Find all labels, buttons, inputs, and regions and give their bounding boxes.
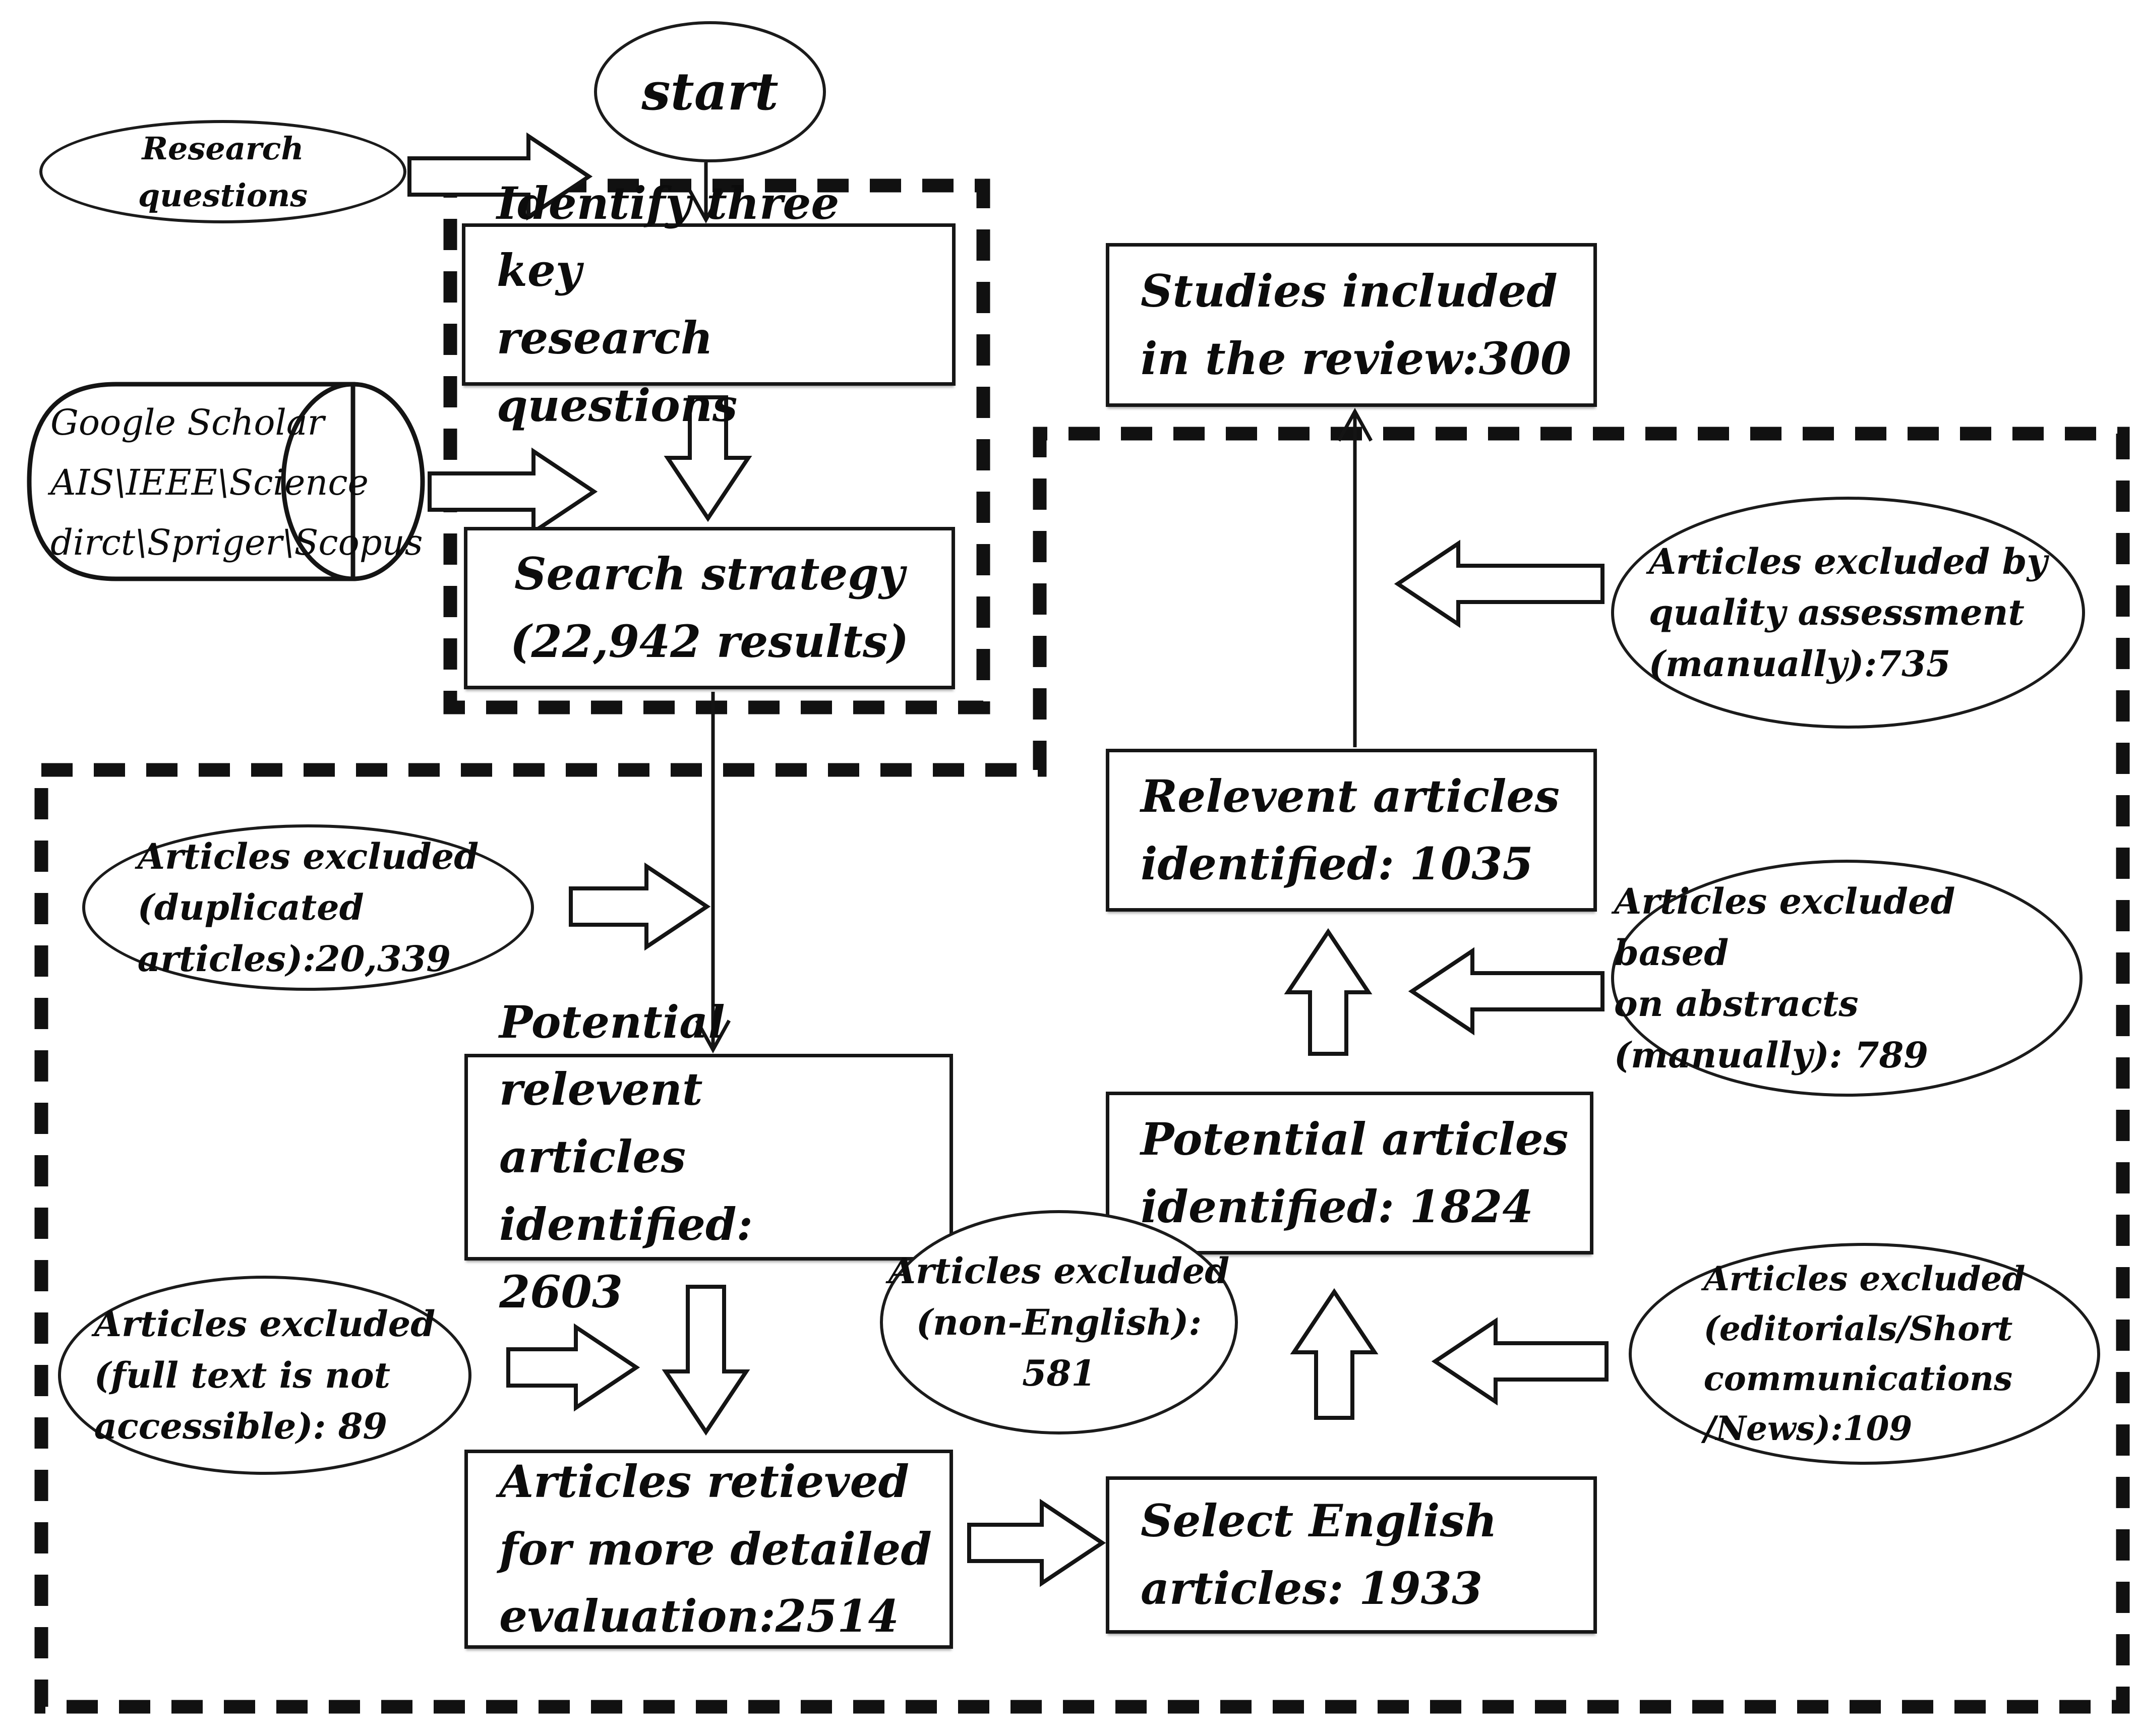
arrow-fulltext-right bbox=[506, 1323, 640, 1412]
excluded-quality-line: (manually):735 bbox=[1648, 642, 1951, 685]
excluded-abstracts-node: Articles excluded based on abstracts (ma… bbox=[1611, 860, 2083, 1097]
excluded-non-english-node: Articles excluded (non-English): 581 bbox=[880, 1210, 1238, 1434]
relevant-articles-line: identified: 1035 bbox=[1141, 837, 1533, 890]
articles-retrieved-node: Articles retieved for more detailed eval… bbox=[464, 1450, 953, 1649]
start-node: start bbox=[594, 21, 826, 162]
excluded-quality-node: Articles excluded by quality assessment … bbox=[1611, 497, 2085, 729]
arrow-abstract-excluded-left bbox=[1408, 947, 1605, 1036]
articles-retrieved-line: evaluation:2514 bbox=[499, 1590, 899, 1643]
potential-articles-node: Potential articles identified: 1824 bbox=[1106, 1092, 1593, 1254]
database-cylinder-body bbox=[27, 382, 355, 581]
database-line: dirct\Spriger\Scopus bbox=[50, 521, 423, 563]
excluded-editorials-line: /News):109 bbox=[1703, 1409, 1913, 1448]
excluded-quality-line: Articles excluded by bbox=[1648, 540, 2048, 582]
articles-retrieved-line: for more detailed bbox=[499, 1522, 932, 1575]
dashed-region-search-phase bbox=[443, 178, 990, 714]
studies-included-node: Studies included in the review:300 bbox=[1106, 243, 1597, 407]
excluded-editorials-line: Articles excluded bbox=[1703, 1259, 2026, 1298]
arrow-retrieved-to-select-right bbox=[967, 1499, 1106, 1587]
excluded-editorials-line: communications bbox=[1703, 1359, 2013, 1398]
excluded-duplicated-line: articles):20,339 bbox=[137, 937, 451, 980]
potential-articles-line: Potential articles bbox=[1141, 1112, 1569, 1165]
articles-retrieved-line: Articles retieved bbox=[499, 1455, 909, 1508]
excluded-abstracts-line: on abstracts bbox=[1614, 983, 1859, 1025]
excluded-fulltext-line: accessible): 89 bbox=[94, 1405, 388, 1448]
arrowhead-start-to-identify bbox=[688, 190, 724, 224]
excluded-abstracts-line: Articles excluded based bbox=[1614, 880, 1955, 974]
arrow-select-to-potential-up bbox=[1290, 1288, 1379, 1420]
excluded-duplicated-node: Articles excluded (duplicated articles):… bbox=[82, 824, 534, 991]
database-line: Google Scholar bbox=[50, 401, 325, 443]
thin-arrows bbox=[688, 162, 1373, 1054]
studies-included-line: Studies included bbox=[1141, 264, 1558, 317]
search-strategy-line: Search strategy bbox=[514, 548, 905, 601]
excluded-fulltext-line: Articles excluded bbox=[94, 1303, 436, 1345]
potential-relevant-line: 2603 bbox=[499, 1265, 623, 1318]
arrowhead-relevant-to-studies bbox=[1337, 407, 1373, 442]
potential-relevant-line: Potential relevent bbox=[499, 995, 725, 1116]
arrow-quality-excluded-left bbox=[1394, 540, 1605, 628]
excluded-duplicated-line: (duplicated bbox=[137, 886, 364, 929]
select-english-line: articles: 1933 bbox=[1141, 1562, 1483, 1614]
search-strategy-line: (22,942 results) bbox=[510, 615, 909, 668]
relevant-articles-node: Relevent articles identified: 1035 bbox=[1106, 749, 1597, 912]
excluded-editorials-node: Articles excluded (editorials/Short comm… bbox=[1629, 1243, 2100, 1465]
arrow-editorials-excluded-left bbox=[1431, 1317, 1609, 1406]
research-questions-line: Research bbox=[142, 130, 304, 167]
potential-relevant-node: Potential relevent articles identified: … bbox=[464, 996, 953, 1318]
identify-line: research questions bbox=[497, 312, 738, 432]
identify-questions-node: Identify three key research questions bbox=[462, 177, 956, 432]
dashed-region-screening-phase bbox=[34, 427, 2130, 1714]
studies-included-line: in the review:300 bbox=[1141, 332, 1572, 385]
research-questions-node: Research questions bbox=[39, 120, 406, 223]
potential-articles-line: identified: 1824 bbox=[1141, 1180, 1533, 1233]
database-cylinder-face bbox=[281, 382, 425, 581]
excluded-quality-line: quality assessment bbox=[1648, 591, 2025, 634]
identify-line: Identify three key bbox=[497, 176, 840, 297]
arrow-potential-to-relevant-up bbox=[1284, 928, 1373, 1056]
block-arrows bbox=[407, 132, 1609, 1587]
arrow-duplicated-right bbox=[569, 862, 711, 951]
excluded-duplicated-line: Articles excluded bbox=[137, 835, 479, 877]
excluded-non-english-line: Articles excluded bbox=[888, 1250, 1230, 1292]
relevant-articles-line: Relevent articles bbox=[1141, 769, 1560, 822]
arrowhead-search-to-potential bbox=[695, 1020, 731, 1054]
excluded-non-english-line: (non-English): 581 bbox=[916, 1301, 1202, 1395]
excluded-fulltext-line: (full text is not bbox=[94, 1354, 391, 1396]
databases-node: Google Scholar AIS\IEEE\Science dirct\Sp… bbox=[50, 394, 454, 571]
search-strategy-node: Search strategy (22,942 results) bbox=[464, 527, 955, 689]
excluded-fulltext-node: Articles excluded (full text is not acce… bbox=[58, 1276, 471, 1475]
arrow-research-questions-right bbox=[407, 132, 593, 221]
database-line: AIS\IEEE\Science bbox=[50, 461, 369, 503]
arrow-identify-to-search-down bbox=[664, 395, 752, 522]
arrow-potential-to-retrieved-down bbox=[662, 1285, 750, 1436]
start-label: start bbox=[641, 62, 779, 122]
excluded-editorials-line: (editorials/Short bbox=[1703, 1309, 2013, 1348]
select-english-line: Select English bbox=[1141, 1494, 1497, 1547]
excluded-abstracts-line: (manually): 789 bbox=[1614, 1034, 1928, 1076]
arrow-databases-right bbox=[428, 447, 598, 536]
select-english-node: Select English articles: 1933 bbox=[1106, 1476, 1597, 1634]
potential-relevant-line: articles identified: bbox=[499, 1130, 753, 1250]
research-questions-line: questions bbox=[138, 176, 308, 214]
